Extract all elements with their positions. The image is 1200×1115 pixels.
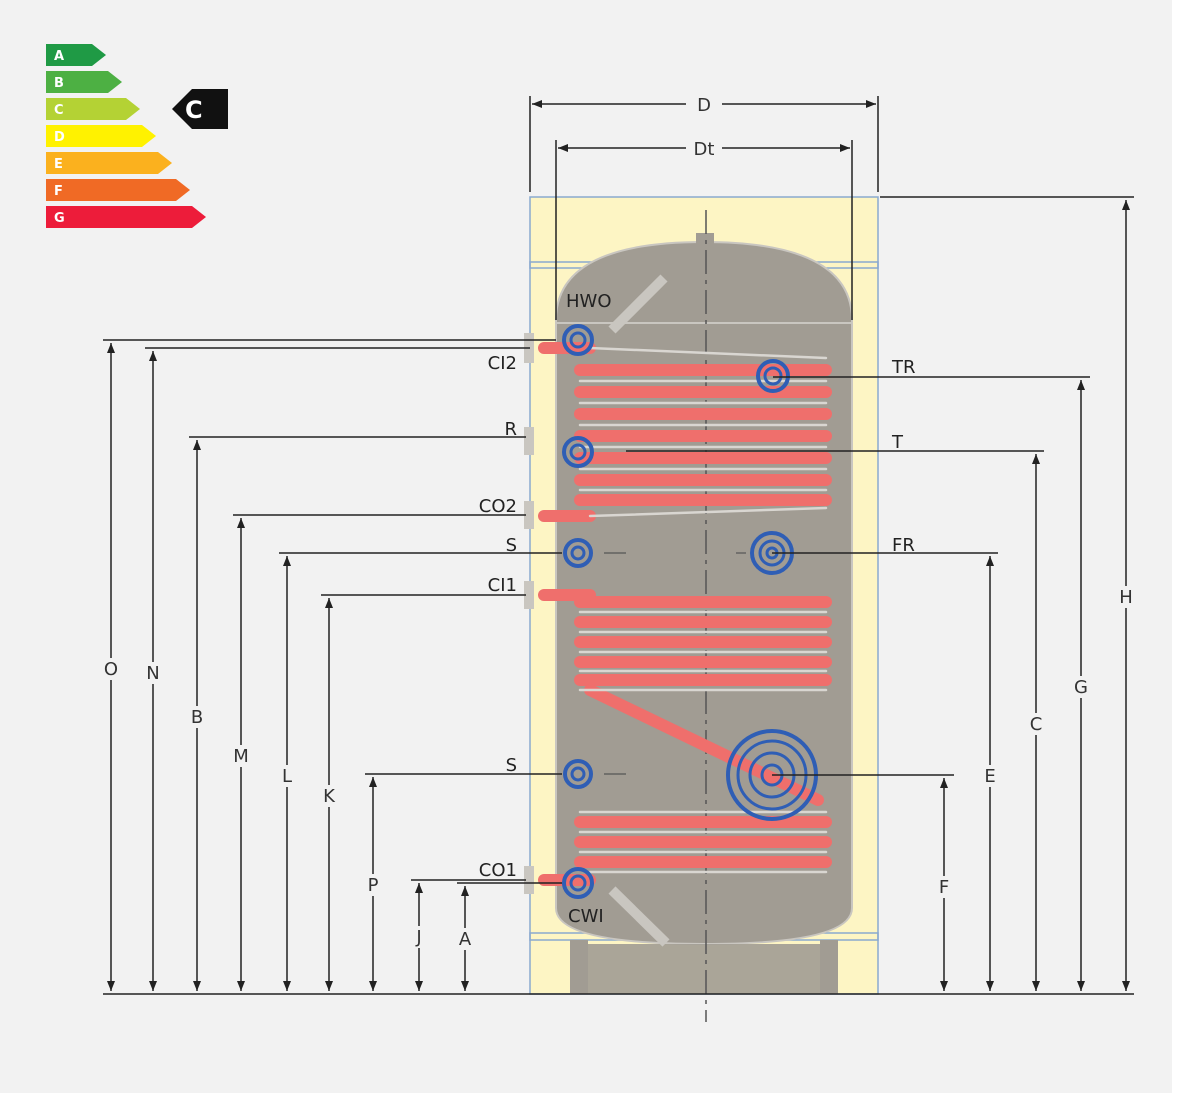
dimension-g-label: G <box>1074 677 1088 698</box>
label-t: T <box>891 432 904 453</box>
svg-text:A: A <box>54 49 64 64</box>
svg-text:D: D <box>54 130 65 145</box>
top-dimensions <box>529 96 879 320</box>
energy-class-a: A <box>46 44 106 66</box>
energy-class-indicator: C <box>172 89 228 129</box>
dimension-k-label: K <box>323 786 336 807</box>
svg-text:C: C <box>185 96 203 124</box>
label-s-upper: S <box>506 535 517 556</box>
fitting-s-lower <box>563 759 593 789</box>
dimension-l-label: L <box>282 766 292 787</box>
energy-class-g: G <box>46 206 206 228</box>
dimension-n-label: N <box>146 663 159 684</box>
energy-class-e: E <box>46 152 172 174</box>
tank-base <box>570 944 838 994</box>
dimension-a-label: A <box>459 929 472 950</box>
left-dimension-labels: O N B M L K P J A <box>104 659 472 950</box>
energy-class-c: C <box>46 98 140 120</box>
fitting-r <box>562 436 594 468</box>
right-dimension-labels: F E C G H <box>939 587 1133 898</box>
label-cwi: CWI <box>568 906 604 927</box>
svg-text:F: F <box>54 184 63 199</box>
dimension-dt-label: Dt <box>694 139 715 160</box>
dimension-d-label: D <box>697 95 711 116</box>
dimension-m-label: M <box>233 746 249 767</box>
left-dimensions <box>103 339 562 991</box>
svg-text:C: C <box>54 103 64 118</box>
fitting-hwo <box>562 324 594 356</box>
dimension-c-label: C <box>1030 714 1043 735</box>
dimension-o-label: O <box>104 659 118 680</box>
energy-label: A B C D E F G C <box>46 44 228 228</box>
label-ci2: CI2 <box>488 353 517 374</box>
svg-text:B: B <box>54 76 64 91</box>
dimension-b-label: B <box>191 707 203 728</box>
label-s-lower: S <box>506 755 517 776</box>
anode-rod-bottom <box>608 886 670 947</box>
dimension-h-label: H <box>1119 587 1133 608</box>
energy-class-b: B <box>46 71 122 93</box>
fitting-s-upper <box>563 538 593 568</box>
connection-labels: HWO CI2 R CO2 S CI1 S CO1 CWI TR T FR <box>479 291 916 927</box>
label-co1: CO1 <box>479 860 517 881</box>
anode-rod-top <box>608 274 668 334</box>
energy-class-d: D <box>46 125 156 147</box>
dimension-p-label: P <box>368 875 379 896</box>
svg-text:G: G <box>54 211 65 226</box>
fitting-tr <box>756 359 790 393</box>
label-tr: TR <box>891 357 916 378</box>
svg-text:E: E <box>54 157 63 172</box>
dimension-e-label: E <box>984 766 995 787</box>
fitting-cwi <box>562 867 594 899</box>
lower-coil-bottom-section <box>538 810 832 886</box>
label-ci1: CI1 <box>488 575 517 596</box>
label-r: R <box>504 419 517 440</box>
right-dimensions <box>626 196 1134 991</box>
label-co2: CO2 <box>479 496 517 517</box>
upper-coil <box>538 342 832 522</box>
label-hwo: HWO <box>566 291 612 312</box>
dimension-f-label: F <box>939 877 949 898</box>
fitting-center-marks <box>604 552 746 775</box>
tank-technical-diagram: A B C D E F G C <box>46 44 1134 1022</box>
label-fr: FR <box>892 535 915 556</box>
tank-top-fitting <box>696 233 714 245</box>
energy-class-f: F <box>46 179 190 201</box>
dimension-j-label: J <box>415 927 421 948</box>
